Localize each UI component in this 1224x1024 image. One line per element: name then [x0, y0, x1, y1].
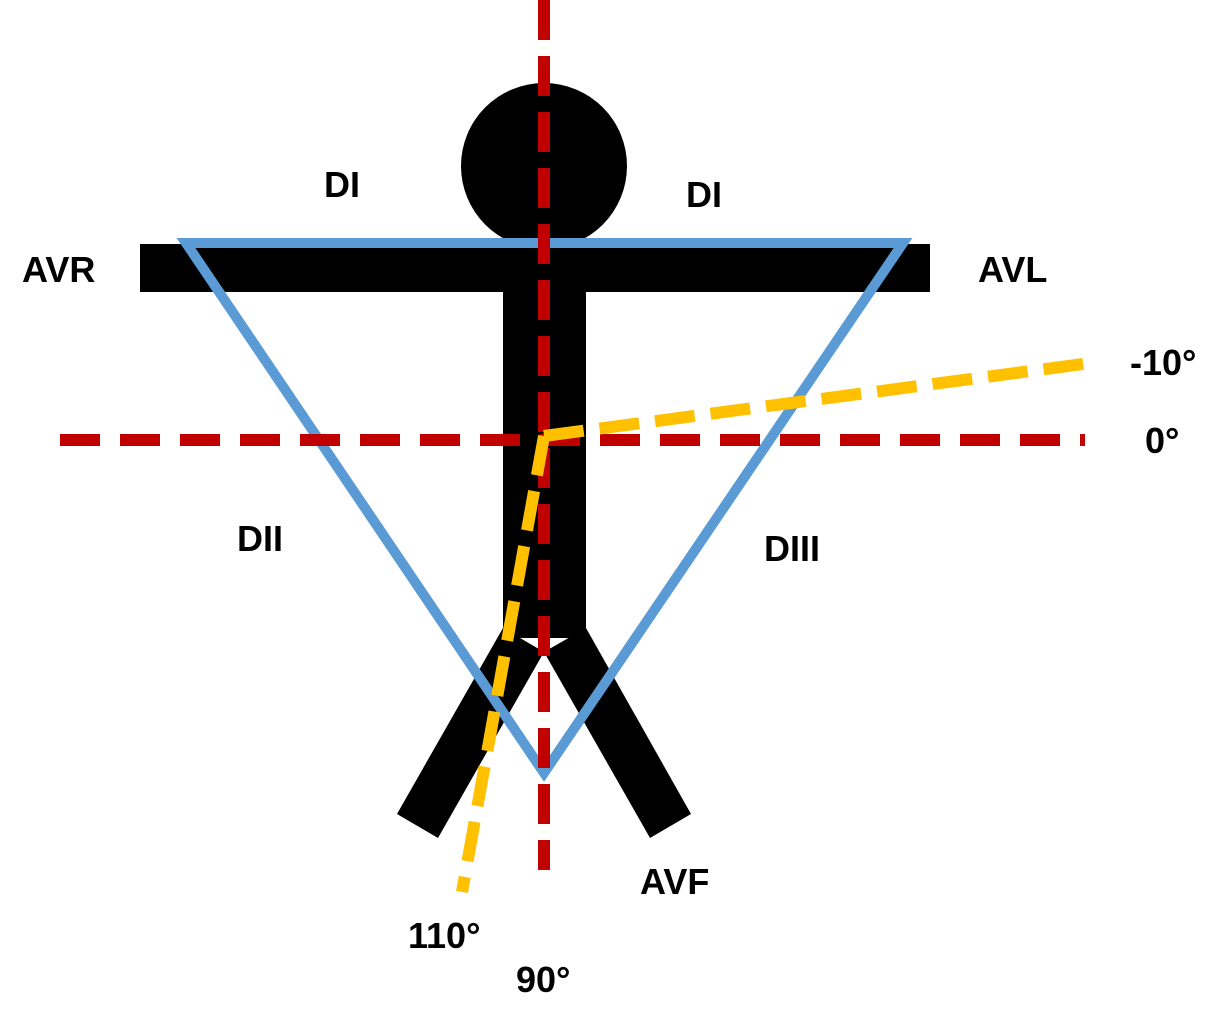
label-angle-110: 110° [408, 915, 480, 956]
label-angle-minus10: -10° [1130, 342, 1196, 383]
label-dii: DII [237, 518, 283, 559]
label-avl: AVL [978, 249, 1047, 290]
figure-left-leg [397, 628, 544, 838]
label-di-right: DI [686, 174, 722, 215]
electrical-axis-minus10 [543, 356, 1099, 442]
label-diii: DIII [764, 528, 820, 569]
label-angle-0: 0° [1145, 420, 1179, 461]
figure-arms [140, 244, 930, 292]
figure-head [461, 83, 627, 249]
electrical-axis-110 [456, 434, 550, 894]
label-avr: AVR [22, 249, 95, 290]
figure-right-leg [544, 628, 691, 838]
label-avf: AVF [640, 861, 709, 902]
label-di-left: DI [324, 164, 360, 205]
label-angle-90: 90° [516, 959, 570, 1000]
